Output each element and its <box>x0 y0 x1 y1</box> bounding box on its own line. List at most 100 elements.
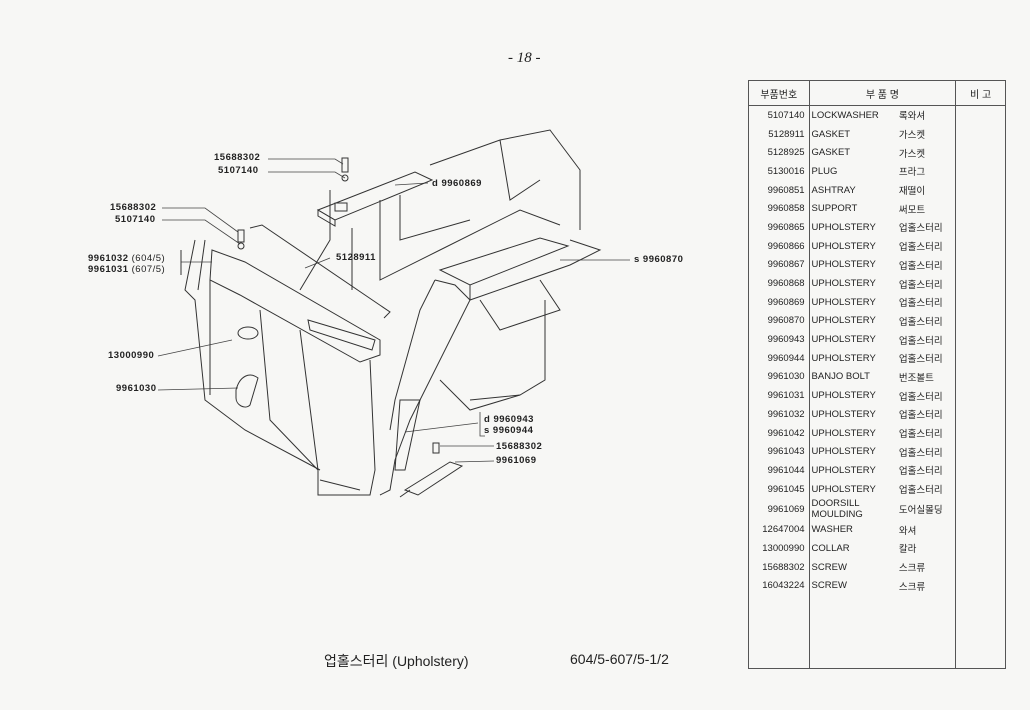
body-frame <box>180 129 602 498</box>
part-number: 12647004 <box>748 520 810 540</box>
remarks-cell <box>956 349 1006 368</box>
remarks-cell <box>956 218 1006 237</box>
part-name-en: SCREW <box>811 580 847 592</box>
part-name-en: GASKET <box>811 147 851 159</box>
part-number: 9960851 <box>748 180 810 200</box>
remarks-cell <box>956 442 1006 461</box>
part-number: 5107140 <box>748 105 810 125</box>
part-name-en: UPHOLSTERY <box>811 483 876 495</box>
part-number: 9960944 <box>748 348 810 368</box>
part-name-en: UPHOLSTERY <box>811 352 876 364</box>
part-name-en: UPHOLSTERY <box>811 296 876 308</box>
remarks-cell <box>956 237 1006 256</box>
part-name-en: UPHOLSTERY <box>811 427 876 439</box>
remarks-cell <box>956 143 1006 162</box>
part-name-ko: 프라그 <box>898 162 957 181</box>
remarks-cell <box>956 274 1006 293</box>
remarks-cell <box>956 125 1006 144</box>
part-number: 9960943 <box>748 330 810 349</box>
label-9960870: s 9960870 <box>634 254 684 265</box>
part-number: 5130016 <box>748 162 810 181</box>
remarks-cell <box>956 106 1006 125</box>
remarks-cell <box>956 293 1006 312</box>
remarks-cell <box>956 539 1006 558</box>
part-number: 9960868 <box>748 274 810 293</box>
caption-title: 업홀스터리 (Upholstery) <box>324 653 469 669</box>
part-number: 5128911 <box>748 124 810 144</box>
part-number: 9960866 <box>748 236 810 256</box>
remarks-cell <box>956 256 1006 275</box>
part-name-en: LOCKWASHER <box>811 109 879 121</box>
part-name-en: UPHOLSTERY <box>811 259 876 271</box>
remarks-cell <box>956 386 1006 405</box>
upholstery-exploded-diagram <box>157 129 630 498</box>
part-number: 9961030 <box>748 367 810 387</box>
part-name-ko: 재떨이 <box>898 180 957 200</box>
table-filler-row <box>748 595 1006 669</box>
part-name-ko: 스크류 <box>898 557 957 577</box>
remarks-cell <box>956 368 1006 387</box>
label-9960869: d 9960869 <box>432 178 482 189</box>
label-9960944: s 9960944 <box>484 425 534 436</box>
label-9961031: 9961031 (607/5) <box>88 264 166 275</box>
part-name-en: BANJO BOLT <box>811 371 870 383</box>
part-name-ko: 업홀스터리 <box>898 218 957 237</box>
part-number: 9961032 <box>748 405 810 424</box>
part-name-ko: 업홀스터리 <box>898 292 957 312</box>
empty-cell <box>898 595 957 669</box>
remarks-cell <box>956 162 1006 181</box>
part-name-en: UPHOLSTERY <box>811 221 876 233</box>
part-number: 16043224 <box>748 576 810 596</box>
remarks-cell <box>956 558 1006 577</box>
label-banjo-bolt: 9961030 <box>116 383 157 394</box>
part-name-en: UPHOLSTERY <box>811 334 876 346</box>
part-name-ko: 업홀스터리 <box>898 236 957 256</box>
part-name-en: UPHOLSTERY <box>811 408 876 420</box>
part-name-ko: 업홀스터리 <box>898 479 957 499</box>
part-number: 9961031 <box>748 386 810 405</box>
part-name-ko: 업홀스터리 <box>898 330 957 349</box>
label-top-screw: 15688302 <box>214 152 261 163</box>
part-name-en: DOORSILL MOULDING <box>811 498 863 521</box>
label-9960943: d 9960943 <box>484 414 534 425</box>
remarks-cell <box>956 181 1006 200</box>
label-left-washer: 5107140 <box>115 214 156 225</box>
label-doorsill: 9961069 <box>496 455 537 466</box>
remarks-cell <box>956 199 1006 218</box>
part-name-ko: 가스켓 <box>898 143 957 163</box>
part-name-ko: 업홀스터리 <box>898 274 957 293</box>
part-number: 9960858 <box>748 199 810 219</box>
part-name-ko: 칼라 <box>898 539 957 558</box>
remarks-cell <box>956 461 1006 480</box>
label-9961032: 9961032 (604/5) <box>88 253 166 264</box>
part-name-ko: 도어실몰딩 <box>898 498 957 521</box>
part-number: 9961044 <box>748 461 810 480</box>
part-name-ko: 스크류 <box>898 576 957 596</box>
leader-lines <box>157 158 630 463</box>
part-name-ko: 업홀스터리 <box>898 442 957 462</box>
part-number: 9960869 <box>748 292 810 312</box>
part-name-en: SUPPORT <box>811 203 858 215</box>
part-number: 13000990 <box>748 539 810 558</box>
part-name-en: PLUG <box>811 165 838 177</box>
part-number: 15688302 <box>748 557 810 577</box>
part-name-ko: 업홀스터리 <box>898 461 957 480</box>
part-name-ko: 번조볼트 <box>898 367 957 387</box>
part-name-ko: 업홀스터리 <box>898 255 957 275</box>
